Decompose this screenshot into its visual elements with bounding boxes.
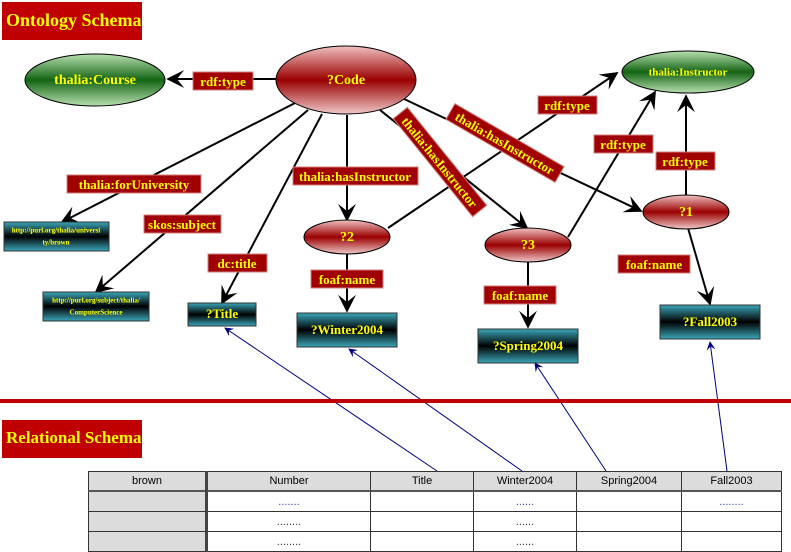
edge-code-univ [60,102,296,223]
mapping-fall [706,341,728,472]
table-cell [370,511,474,532]
table-cell [681,511,782,532]
column-header-brown: brown [88,471,208,492]
mapping-winter [348,348,523,472]
node-subject-uri-line2: ComputerScience [70,309,123,317]
column-header-title: Title [370,471,474,492]
table-cell: ........ [206,531,371,552]
node-v3[interactable]: ?3 [484,227,572,263]
label-v3-instr: rdf:type [593,134,654,154]
table-cell [370,490,474,512]
table-cell [88,490,208,512]
node-subject-uri-line1: http://purl.org/subject/thalia/ [52,297,141,305]
node-v1[interactable]: ?1 [642,194,730,230]
column-header-spring2004: Spring2004 [576,471,682,492]
label-v1-instr: rdf:type [655,151,716,171]
table-cell: ........ [681,490,782,512]
column-header-number: Number [206,471,371,492]
svg-text:foaf:name: foaf:name [492,288,549,303]
column-header-winter2004: Winter2004 [473,471,577,492]
label-code-course: rdf:type [192,71,254,91]
table-row: ....... ...... ........ [88,490,782,512]
svg-text:foaf:name: foaf:name [626,257,683,272]
edge-v3-instructor [567,90,656,238]
label-v3-name: foaf:name [483,285,557,305]
node-winter[interactable]: ?Winter2004 [296,312,398,348]
node-v3-label: ?3 [521,238,535,253]
table-cell: ........ [206,511,371,532]
label-code-v1: thalia:hasInstructor [445,103,565,183]
node-code-label: ?Code [327,73,365,88]
relational-schema-title: Relational Schema [2,420,142,458]
table-row: ........ ...... [88,511,782,532]
svg-text:rdf:type: rdf:type [200,74,246,89]
table-cell [576,531,682,552]
node-title[interactable]: ?Title [187,302,257,327]
relational-table: brown Number Title Winter2004 Spring2004… [88,471,782,552]
label-v1-name: foaf:name [617,254,691,274]
table-cell [370,531,474,552]
svg-text:thalia:hasInstructor: thalia:hasInstructor [299,169,411,184]
label-code-v2: thalia:hasInstructor [292,166,419,186]
table-cell [576,490,682,512]
ontology-schema-title: Ontology Schema [2,2,142,40]
node-univ-uri-line1: http://purl.org/thalia/universi [12,227,101,235]
table-cell: ....... [206,490,371,512]
section-divider [0,399,791,403]
column-header-fall2003: Fall2003 [681,471,782,492]
table-cell: ...... [473,531,577,552]
node-course-label: thalia:Course [54,73,136,88]
node-course[interactable]: thalia:Course [24,53,166,107]
edge-code-subject [94,109,309,294]
table-cell [88,531,208,552]
table-cell [681,531,782,552]
label-v2-name: foaf:name [310,269,384,289]
label-code-univ: thalia:forUniversity [66,174,202,194]
node-v2-label: ?2 [340,230,354,245]
svg-text:thalia:forUniversity: thalia:forUniversity [79,177,190,192]
node-spring[interactable]: ?Spring2004 [477,328,579,364]
node-fall[interactable]: ?Fall2003 [659,304,761,340]
node-instructor-label: thalia:Instructor [649,67,728,79]
node-fall-label: ?Fall2003 [683,314,738,329]
svg-text:rdf:type: rdf:type [662,154,708,169]
label-code-title: dc:title [207,253,268,273]
edge-v1-fall [687,227,715,306]
node-univ-uri-line2: ty/brown [42,239,69,247]
table-cell: ...... [473,490,577,512]
node-code[interactable]: ?Code [275,45,417,115]
node-v2[interactable]: ?2 [303,219,391,255]
table-cell [576,511,682,532]
mapping-spring [534,362,607,472]
table-header-row: brown Number Title Winter2004 Spring2004… [88,471,782,492]
node-instructor[interactable]: thalia:Instructor [621,50,755,94]
table-cell [88,511,208,532]
svg-text:rdf:type: rdf:type [544,98,590,113]
label-v2-instr: rdf:type [537,95,598,115]
table-row: ........ ...... [88,531,782,552]
node-spring-label: ?Spring2004 [493,338,564,353]
node-v1-label: ?1 [679,205,693,220]
node-subject-uri[interactable]: http://purl.org/subject/thalia/ Computer… [42,291,150,322]
table-cell: ...... [473,511,577,532]
svg-text:rdf:type: rdf:type [600,137,646,152]
svg-text:dc:title: dc:title [218,256,257,271]
svg-text:thalia:hasInstructor: thalia:hasInstructor [453,109,558,178]
svg-text:foaf:name: foaf:name [319,272,376,287]
node-title-label: ?Title [206,306,238,321]
svg-text:skos:subject: skos:subject [148,217,217,232]
edge-code-title [221,113,323,305]
label-code-subject: skos:subject [143,214,222,234]
node-univ-uri[interactable]: http://purl.org/thalia/universi ty/brown [3,221,110,252]
node-winter-label: ?Winter2004 [311,322,383,337]
